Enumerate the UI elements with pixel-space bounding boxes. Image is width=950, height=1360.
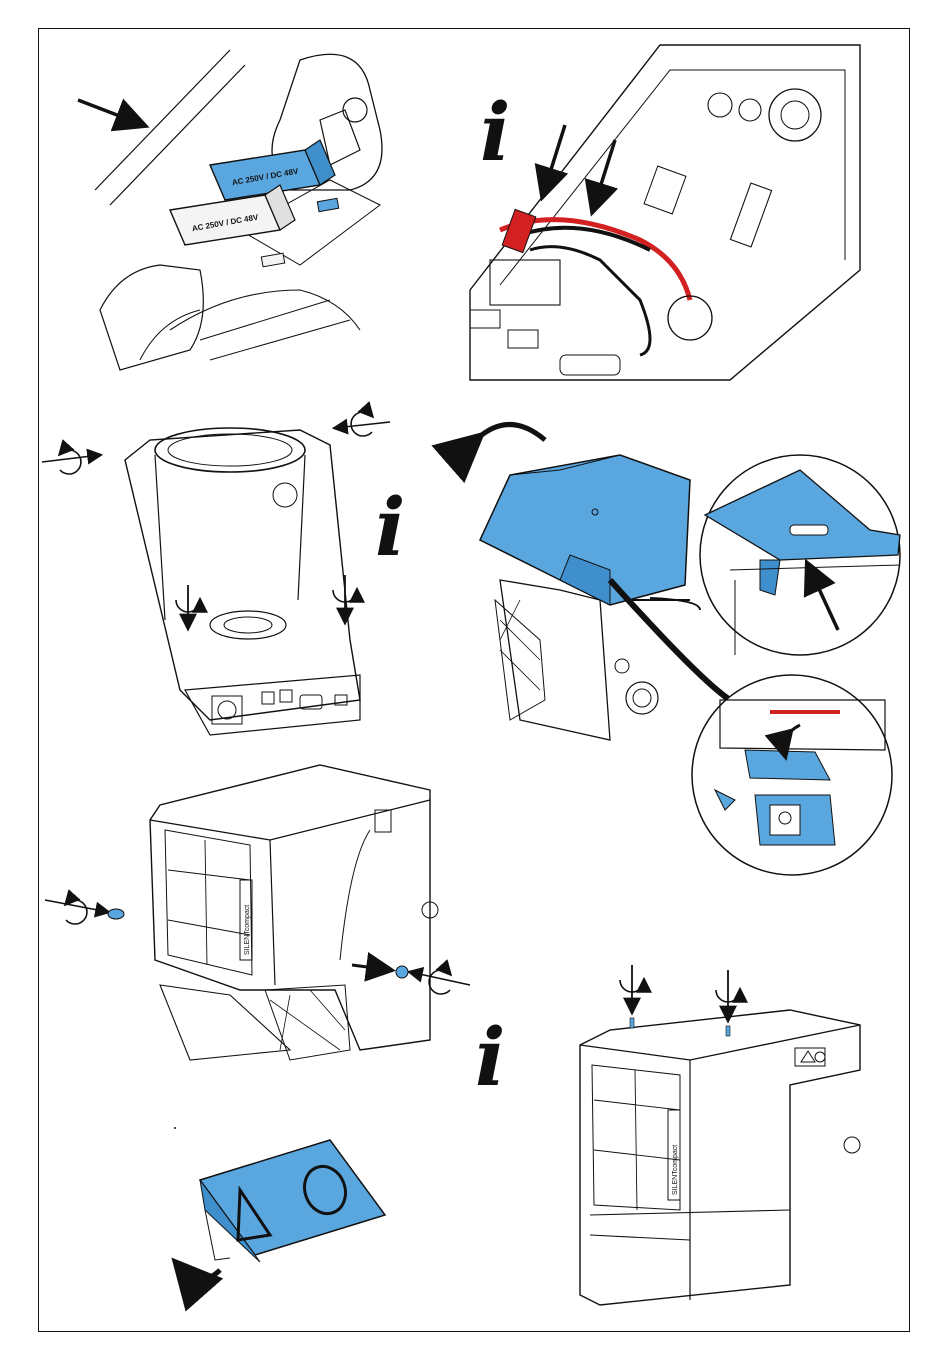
detail-circle-connector [692, 675, 892, 875]
rotate-screw-icon [335, 412, 390, 436]
panel-housing-screws: i [42, 412, 405, 735]
detail-circle-latch [700, 455, 900, 655]
panel-device-side: SILENTcompact [45, 765, 470, 1060]
arrow-icon [78, 100, 143, 125]
dot-mark [174, 1127, 176, 1129]
panel-circuit-board: i [470, 45, 860, 380]
rotate-screw-icon [620, 965, 644, 1028]
info-icon: i [475, 1010, 505, 1104]
arrow-icon [593, 140, 615, 210]
rotate-screw-icon [42, 450, 100, 474]
svg-text:i: i [475, 1010, 505, 1104]
info-icon: i [480, 85, 510, 179]
rotate-screw-icon [716, 970, 740, 1036]
svg-text:i: i [480, 85, 510, 179]
brand-label: SILENTcompact [672, 1145, 679, 1195]
panel-cover-removal [478, 424, 900, 875]
arrow-icon [543, 125, 565, 195]
brand-label: SILENTcompact [244, 905, 251, 955]
rotate-screw-icon [45, 900, 124, 924]
panel-closed-device: i SILENTcompact [475, 965, 860, 1305]
rotate-screw-icon [333, 575, 357, 622]
rotate-screw-icon [176, 585, 200, 628]
panel-symbol-plate [178, 1140, 385, 1279]
info-icon: i [375, 480, 405, 574]
rotate-screw-icon [352, 965, 470, 994]
svg-text:i: i [375, 480, 405, 574]
arrow-icon [352, 965, 390, 970]
panel-capacitors: AC 250V / DC 48V AC 250V / DC 48V [78, 50, 382, 370]
